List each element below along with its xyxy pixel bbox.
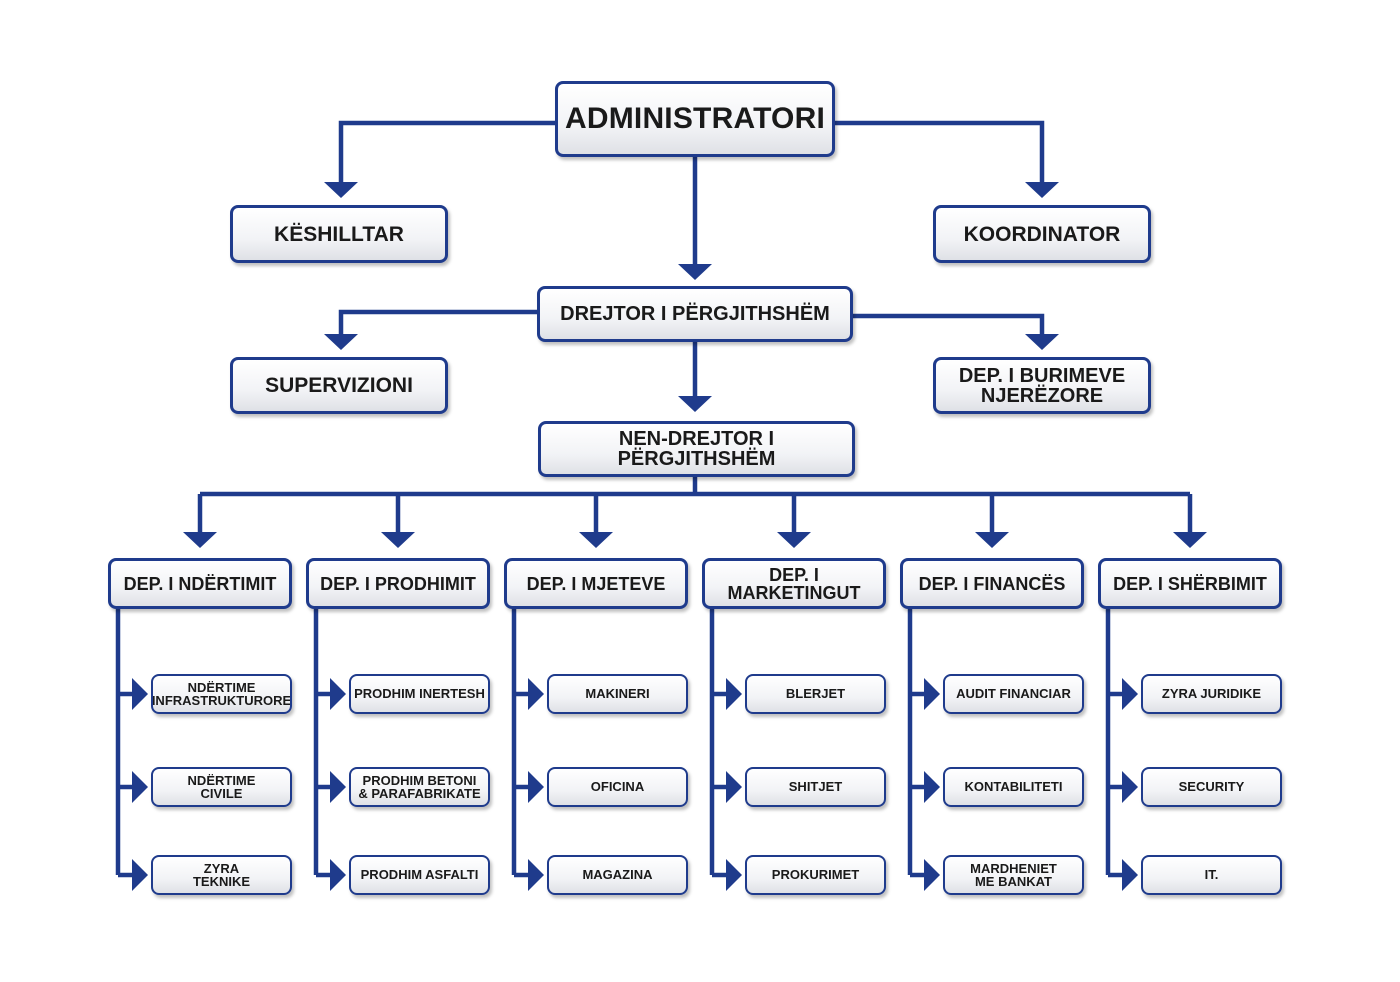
unit-box: PRODHIM BETONI & PARAFABRIKATE <box>349 767 490 807</box>
connector-line <box>338 309 537 334</box>
department-box: DEP. I NDËRTIMIT <box>108 558 292 609</box>
arrow-down-icon <box>678 264 712 280</box>
arrow-right-icon <box>132 859 148 891</box>
advisor-box: KËSHILLTAR <box>230 205 448 263</box>
arrow-down-icon <box>324 334 358 350</box>
arrow-right-icon <box>726 678 742 710</box>
arrow-down-icon <box>1173 532 1207 548</box>
arrow-right-icon <box>726 859 742 891</box>
arrow-down-icon <box>579 532 613 548</box>
arrow-down-icon <box>324 182 358 198</box>
arrow-right-icon <box>132 678 148 710</box>
arrow-right-icon <box>132 771 148 803</box>
unit-box: IT. <box>1141 855 1282 895</box>
arrow-right-icon <box>726 771 742 803</box>
arrow-right-icon <box>528 859 544 891</box>
arrow-right-icon <box>330 678 346 710</box>
department-box: DEP. I MARKETINGUT <box>702 558 886 609</box>
arrow-right-icon <box>330 859 346 891</box>
arrow-right-icon <box>1122 771 1138 803</box>
arrow-down-icon <box>1025 334 1059 350</box>
arrow-right-icon <box>924 771 940 803</box>
unit-box: PROKURIMET <box>745 855 886 895</box>
arrow-down-icon <box>777 532 811 548</box>
unit-box: PRODHIM INERTESH <box>349 674 490 714</box>
arrow-right-icon <box>924 859 940 891</box>
arrow-right-icon <box>528 771 544 803</box>
unit-box: AUDIT FINANCIAR <box>943 674 1084 714</box>
arrow-down-icon <box>381 532 415 548</box>
arrow-right-icon <box>924 678 940 710</box>
connector-line <box>338 120 555 183</box>
department-box: DEP. I FINANCËS <box>900 558 1084 609</box>
unit-box: NDËRTIME INFRASTRUKTURORE <box>151 674 292 714</box>
unit-box: PRODHIM ASFALTI <box>349 855 490 895</box>
unit-box: ZYRA TEKNIKE <box>151 855 292 895</box>
general-director-box: DREJTOR I PËRGJITHSHËM <box>537 286 853 342</box>
arrow-down-icon <box>1025 182 1059 198</box>
arrow-down-icon <box>183 532 217 548</box>
connector-line <box>835 120 1045 183</box>
unit-box: KONTABILITETI <box>943 767 1084 807</box>
administrator-box: ADMINISTRATORI <box>555 81 835 157</box>
unit-box: MAKINERI <box>547 674 688 714</box>
department-box: DEP. I PRODHIMIT <box>306 558 490 609</box>
arrow-right-icon <box>1122 678 1138 710</box>
unit-box: NDËRTIME CIVILE <box>151 767 292 807</box>
unit-box: SHITJET <box>745 767 886 807</box>
connector-line <box>853 313 1045 334</box>
department-box: DEP. I SHËRBIMIT <box>1098 558 1282 609</box>
deputy-director-box: NEN-DREJTOR I PËRGJITHSHËM <box>538 421 855 477</box>
coordinator-box: KOORDINATOR <box>933 205 1151 263</box>
unit-box: MARDHENIET ME BANKAT <box>943 855 1084 895</box>
arrow-down-icon <box>678 396 712 412</box>
unit-box: BLERJET <box>745 674 886 714</box>
department-box: DEP. I MJETEVE <box>504 558 688 609</box>
unit-box: MAGAZINA <box>547 855 688 895</box>
unit-box: SECURITY <box>1141 767 1282 807</box>
supervision-box: SUPERVIZIONI <box>230 357 448 414</box>
unit-box: ZYRA JURIDIKE <box>1141 674 1282 714</box>
arrow-right-icon <box>1122 859 1138 891</box>
arrow-down-icon <box>975 532 1009 548</box>
arrow-right-icon <box>330 771 346 803</box>
unit-box: OFICINA <box>547 767 688 807</box>
arrow-right-icon <box>528 678 544 710</box>
human-resources-box: DEP. I BURIMEVE NJERËZORE <box>933 357 1151 414</box>
